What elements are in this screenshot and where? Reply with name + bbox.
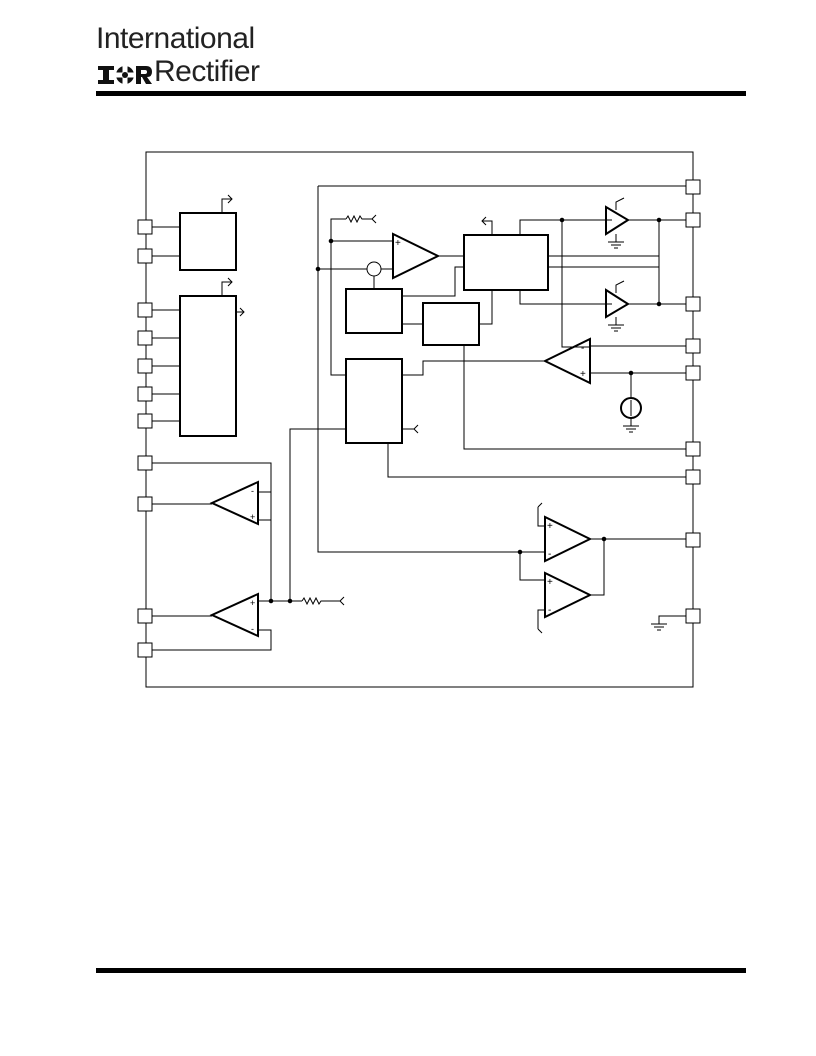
footer-rule	[96, 968, 746, 973]
svg-text:+: +	[547, 577, 553, 588]
opamp-right-lower	[544, 571, 593, 619]
oscillator-block	[345, 358, 403, 444]
svg-text:-: -	[548, 605, 551, 616]
block-a	[179, 212, 237, 271]
pin-right-1	[685, 179, 701, 195]
svg-text:+: +	[250, 598, 255, 608]
ground-icon	[608, 241, 624, 249]
pin-left-9	[137, 496, 153, 512]
svg-text:+: +	[395, 238, 401, 249]
block-d	[422, 302, 480, 346]
svg-text:+: +	[580, 369, 586, 380]
company-name-line1: International	[96, 22, 255, 55]
resistor-icon	[301, 596, 340, 606]
pin-left-8	[137, 455, 153, 471]
svg-text:+: +	[250, 512, 255, 522]
pin-left-2	[137, 248, 153, 264]
buffer-icon-lower	[605, 288, 630, 319]
svg-text:-: -	[581, 343, 584, 354]
ground-icon-pin	[651, 623, 667, 631]
ior-logo-icon	[98, 66, 152, 84]
buffer-icon	[605, 205, 630, 236]
pin-right-9	[685, 608, 701, 624]
right-pins	[685, 179, 701, 624]
left-pins	[137, 219, 153, 658]
company-header: International Rectifier	[96, 22, 746, 96]
svg-text:-: -	[251, 486, 254, 496]
svg-text:-: -	[251, 624, 254, 634]
pin-right-7	[685, 469, 701, 485]
ground-icon-source	[623, 425, 639, 433]
svg-text:+: +	[547, 521, 553, 532]
pin-right-3	[685, 296, 701, 312]
header-rule	[96, 91, 746, 96]
pin-left-5	[137, 358, 153, 374]
ground-icon-lower	[608, 324, 624, 332]
pin-left-3	[137, 302, 153, 318]
pin-right-2	[685, 212, 701, 228]
arrow-a-out	[221, 198, 232, 213]
error-amp-icon	[542, 337, 591, 385]
pin-left-4	[137, 330, 153, 346]
pin-right-6	[685, 441, 701, 457]
summing-node-icon	[366, 261, 382, 277]
pin-right-5	[685, 365, 701, 381]
pin-left-11	[137, 642, 153, 658]
opamp-right-upper	[544, 515, 593, 563]
logic-block	[463, 234, 549, 291]
block-c	[345, 288, 403, 334]
comparator-icon	[392, 232, 441, 280]
opamp-left-upper	[209, 480, 259, 526]
pin-left-7	[137, 413, 153, 429]
company-name-line2: Rectifier	[154, 55, 260, 88]
opamp-left-lower	[209, 592, 259, 638]
block-b	[179, 295, 237, 437]
svg-text:-: -	[548, 549, 551, 560]
pin-right-8	[685, 532, 701, 548]
pin-left-6	[137, 386, 153, 402]
pin-left-1	[137, 219, 153, 235]
pin-right-4	[685, 338, 701, 354]
pin-left-10	[137, 608, 153, 624]
